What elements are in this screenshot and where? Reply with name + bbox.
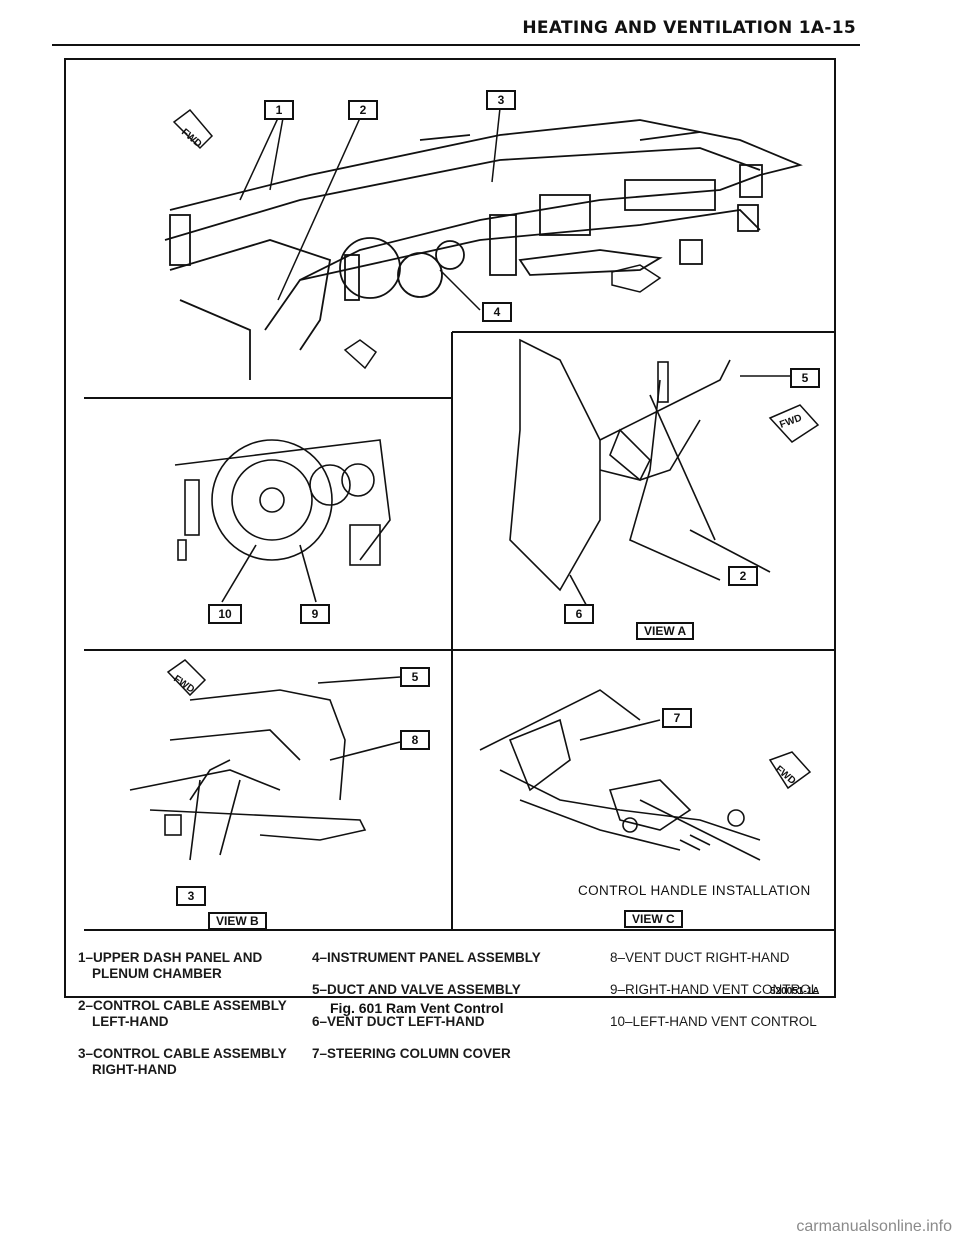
page-header: HEATING AND VENTILATION 1A-15 [522, 18, 856, 38]
legend-spacer [312, 1030, 612, 1046]
steering-wheel-drawing [174, 439, 391, 603]
callout-1: 1 [264, 100, 294, 120]
legend-spacer [78, 982, 308, 998]
callout-4: 4 [482, 302, 512, 322]
legend-item: RIGHT-HAND [92, 1062, 177, 1077]
control-handle-title: CONTROL HANDLE INSTALLATION [578, 883, 811, 898]
fwd-arrow-top-left [172, 108, 214, 150]
legend-spacer [610, 998, 850, 1014]
dashboard-drawing [164, 119, 803, 380]
legend-spacer [312, 966, 612, 982]
figure-caption: Fig. 601 Ram Vent Control [330, 1000, 504, 1016]
legend-item: 9–RIGHT-HAND VENT CONTROL [610, 982, 819, 997]
figure-frame [64, 58, 836, 998]
legend-item: 3–CONTROL CABLE ASSEMBLY [78, 1046, 287, 1061]
figure-reference: 520051-1A [770, 986, 820, 997]
callout-5-view-b: 5 [400, 667, 430, 687]
view-b-drawing [129, 676, 401, 861]
fwd-arrow-view-a [768, 404, 820, 443]
legend-column-3: 8–VENT DUCT RIGHT-HAND 9–RIGHT-HAND VENT… [610, 950, 850, 1030]
callout-2-view-a: 2 [728, 566, 758, 586]
legend-column-1: 1–UPPER DASH PANEL AND PLENUM CHAMBER 2–… [78, 950, 308, 1078]
callout-3-top: 3 [486, 90, 516, 110]
callout-2-top: 2 [348, 100, 378, 120]
legend-item: 2–CONTROL CABLE ASSEMBLY [78, 998, 287, 1013]
watermark: carmanualsonline.info [796, 1218, 952, 1235]
view-a-label: VIEW A [636, 622, 695, 640]
legend-item: 6–VENT DUCT LEFT-HAND [312, 1014, 485, 1029]
view-c-label: VIEW C [624, 910, 683, 928]
fwd-arrow-top-mid [343, 339, 378, 370]
view-b-label: VIEW B [208, 912, 267, 930]
legend-spacer [610, 966, 850, 982]
callout-9: 9 [300, 604, 330, 624]
fwd-label-view-a: FWD [778, 413, 803, 431]
fwd-arrow-view-b [166, 659, 207, 697]
legend-item: 1–UPPER DASH PANEL AND [78, 950, 263, 965]
header-rule [52, 44, 860, 46]
legend-item: LEFT-HAND [92, 1014, 169, 1029]
legend-item: 5–DUCT AND VALVE ASSEMBLY [312, 982, 521, 997]
callout-5-view-a: 5 [790, 368, 820, 388]
callout-7: 7 [662, 708, 692, 728]
legend-column-2: 4–INSTRUMENT PANEL ASSEMBLY 5–DUCT AND V… [312, 950, 612, 1062]
legend-spacer [78, 1030, 308, 1046]
view-c-drawing [479, 689, 761, 861]
fwd-arrow-top-8 [611, 264, 662, 293]
legend-item: 10–LEFT-HAND VENT CONTROL [610, 1014, 817, 1029]
legend-item: 7–STEERING COLUMN COVER [312, 1046, 511, 1061]
view-a-drawing [509, 338, 790, 613]
legend-item: 4–INSTRUMENT PANEL ASSEMBLY [312, 950, 541, 965]
callout-10: 10 [208, 604, 242, 624]
fwd-arrow-view-c [768, 751, 812, 790]
legend-item: 8–VENT DUCT RIGHT-HAND [610, 950, 790, 965]
callout-3-view-b: 3 [176, 886, 206, 906]
callout-leaders-top [239, 107, 501, 311]
legend-item: PLENUM CHAMBER [92, 966, 222, 981]
callout-8: 8 [400, 730, 430, 750]
callout-6: 6 [564, 604, 594, 624]
fwd-label-top: FWD [179, 127, 204, 150]
